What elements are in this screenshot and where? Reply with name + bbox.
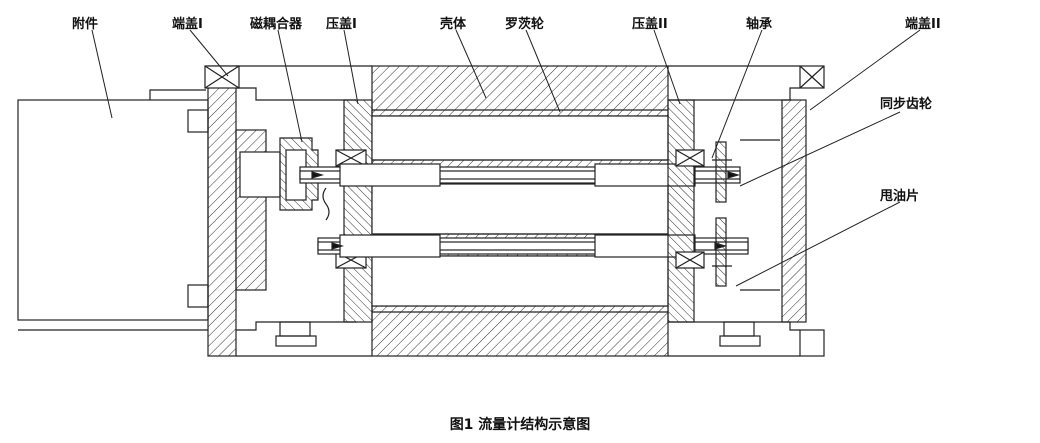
press-cap-2-part (667, 99, 705, 323)
label-sync-gear: 同步齿轮 (880, 97, 933, 112)
label-housing: 壳体 (440, 17, 467, 32)
end-cap-2-part (668, 65, 825, 357)
figure-caption: 图1 流量计结构示意图 (449, 417, 591, 433)
label-oil-slinger: 甩油片 (880, 189, 920, 204)
label-end-cap-1: 端盖I (172, 17, 203, 32)
label-bearing: 轴承 (746, 17, 773, 32)
roots-rotor-part (371, 115, 669, 307)
attachment-part (17, 89, 209, 331)
magnetic-coupler-part (239, 137, 330, 221)
shaft-lower (317, 234, 749, 258)
label-magnetic-coupler: 磁耦合器 (250, 17, 303, 32)
housing-part (371, 65, 669, 357)
label-end-cap-2: 端盖II (905, 17, 941, 32)
label-press-cap-1: 压盖I (326, 17, 357, 32)
label-press-cap-2: 压盖II (632, 17, 668, 32)
sync-gear-part (712, 141, 732, 287)
label-roots-rotor: 罗茨轮 (505, 17, 545, 32)
label-attachment: 附件 (72, 17, 99, 32)
leader-lines (91, 29, 921, 287)
press-cap-1-part (335, 99, 373, 323)
